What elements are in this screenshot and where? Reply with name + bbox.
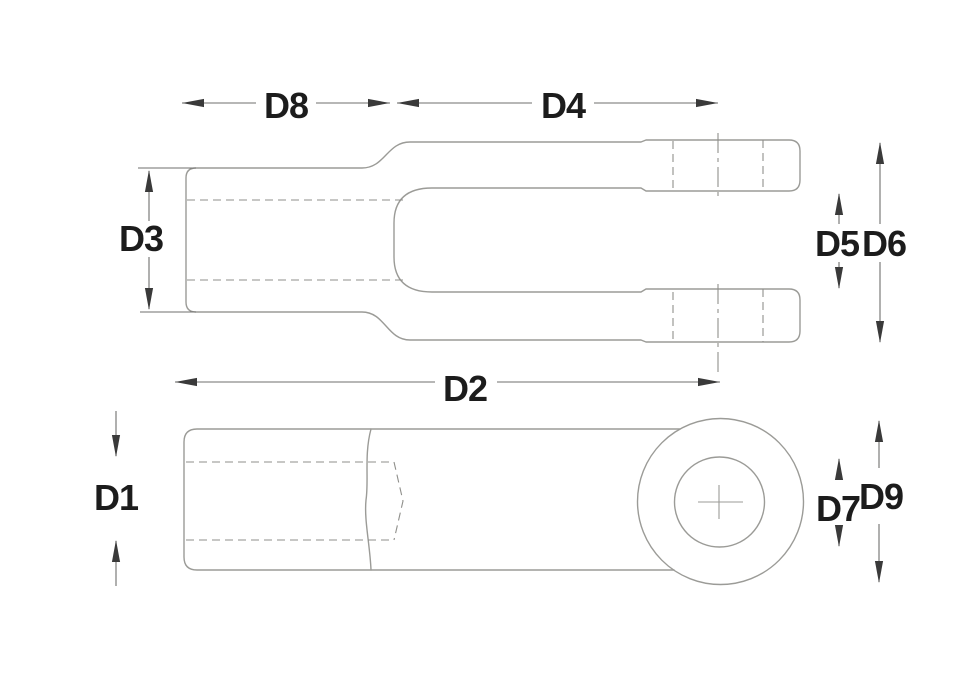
d7-arrow-up bbox=[834, 458, 844, 480]
d3-arrow-up bbox=[144, 170, 154, 192]
rod-outline bbox=[183, 428, 681, 571]
hidden-drill-point bbox=[393, 461, 404, 541]
d3-arrow-down bbox=[144, 288, 154, 310]
dimension-d4: D4 bbox=[397, 85, 718, 126]
eye-inner-circle bbox=[673, 456, 766, 548]
dimension-label-d6: D6 bbox=[862, 223, 906, 264]
d6-arrow-up bbox=[875, 142, 885, 164]
d8-arrow-left bbox=[182, 98, 204, 108]
d4-arrow-right bbox=[696, 98, 718, 108]
fork-outline bbox=[185, 139, 801, 343]
dimension-label-d5: D5 bbox=[815, 223, 860, 264]
d4-arrow-left bbox=[397, 98, 419, 108]
d2-arrow-left bbox=[175, 377, 197, 387]
bottom-view: D2 D1 D7 D9 bbox=[94, 368, 904, 586]
dimension-d5: D5 bbox=[815, 193, 861, 289]
dimension-d7: D7 bbox=[816, 458, 861, 547]
dimension-d9: D9 bbox=[859, 420, 904, 583]
dimension-label-d7: D7 bbox=[816, 488, 860, 529]
d9-arrow-up bbox=[874, 420, 884, 442]
d5-arrow-up bbox=[834, 193, 844, 215]
d9-arrow-down bbox=[874, 561, 884, 583]
dimension-d1: D1 bbox=[94, 411, 140, 586]
dimension-label-d4: D4 bbox=[541, 85, 586, 126]
eye-outer-circle bbox=[636, 417, 805, 586]
dimension-label-d9: D9 bbox=[859, 476, 903, 517]
d6-arrow-down bbox=[875, 321, 885, 343]
dimension-d2: D2 bbox=[175, 368, 720, 409]
dimension-d6: D6 bbox=[862, 142, 907, 343]
d1-arrow-down bbox=[111, 435, 121, 457]
d1-arrow-up bbox=[111, 540, 121, 562]
top-view: D8 D4 D3 D5 bbox=[119, 85, 907, 374]
dimension-d8: D8 bbox=[182, 85, 390, 126]
rod-transition-curve bbox=[364, 428, 372, 571]
dimension-label-d2: D2 bbox=[443, 368, 487, 409]
dimension-label-d8: D8 bbox=[264, 85, 308, 126]
d5-arrow-down bbox=[834, 267, 844, 289]
d8-arrow-right bbox=[368, 98, 390, 108]
dimension-label-d1: D1 bbox=[94, 477, 139, 518]
dimension-d3: D3 bbox=[119, 167, 196, 313]
dimension-label-d3: D3 bbox=[119, 218, 163, 259]
d2-arrow-right bbox=[698, 377, 720, 387]
